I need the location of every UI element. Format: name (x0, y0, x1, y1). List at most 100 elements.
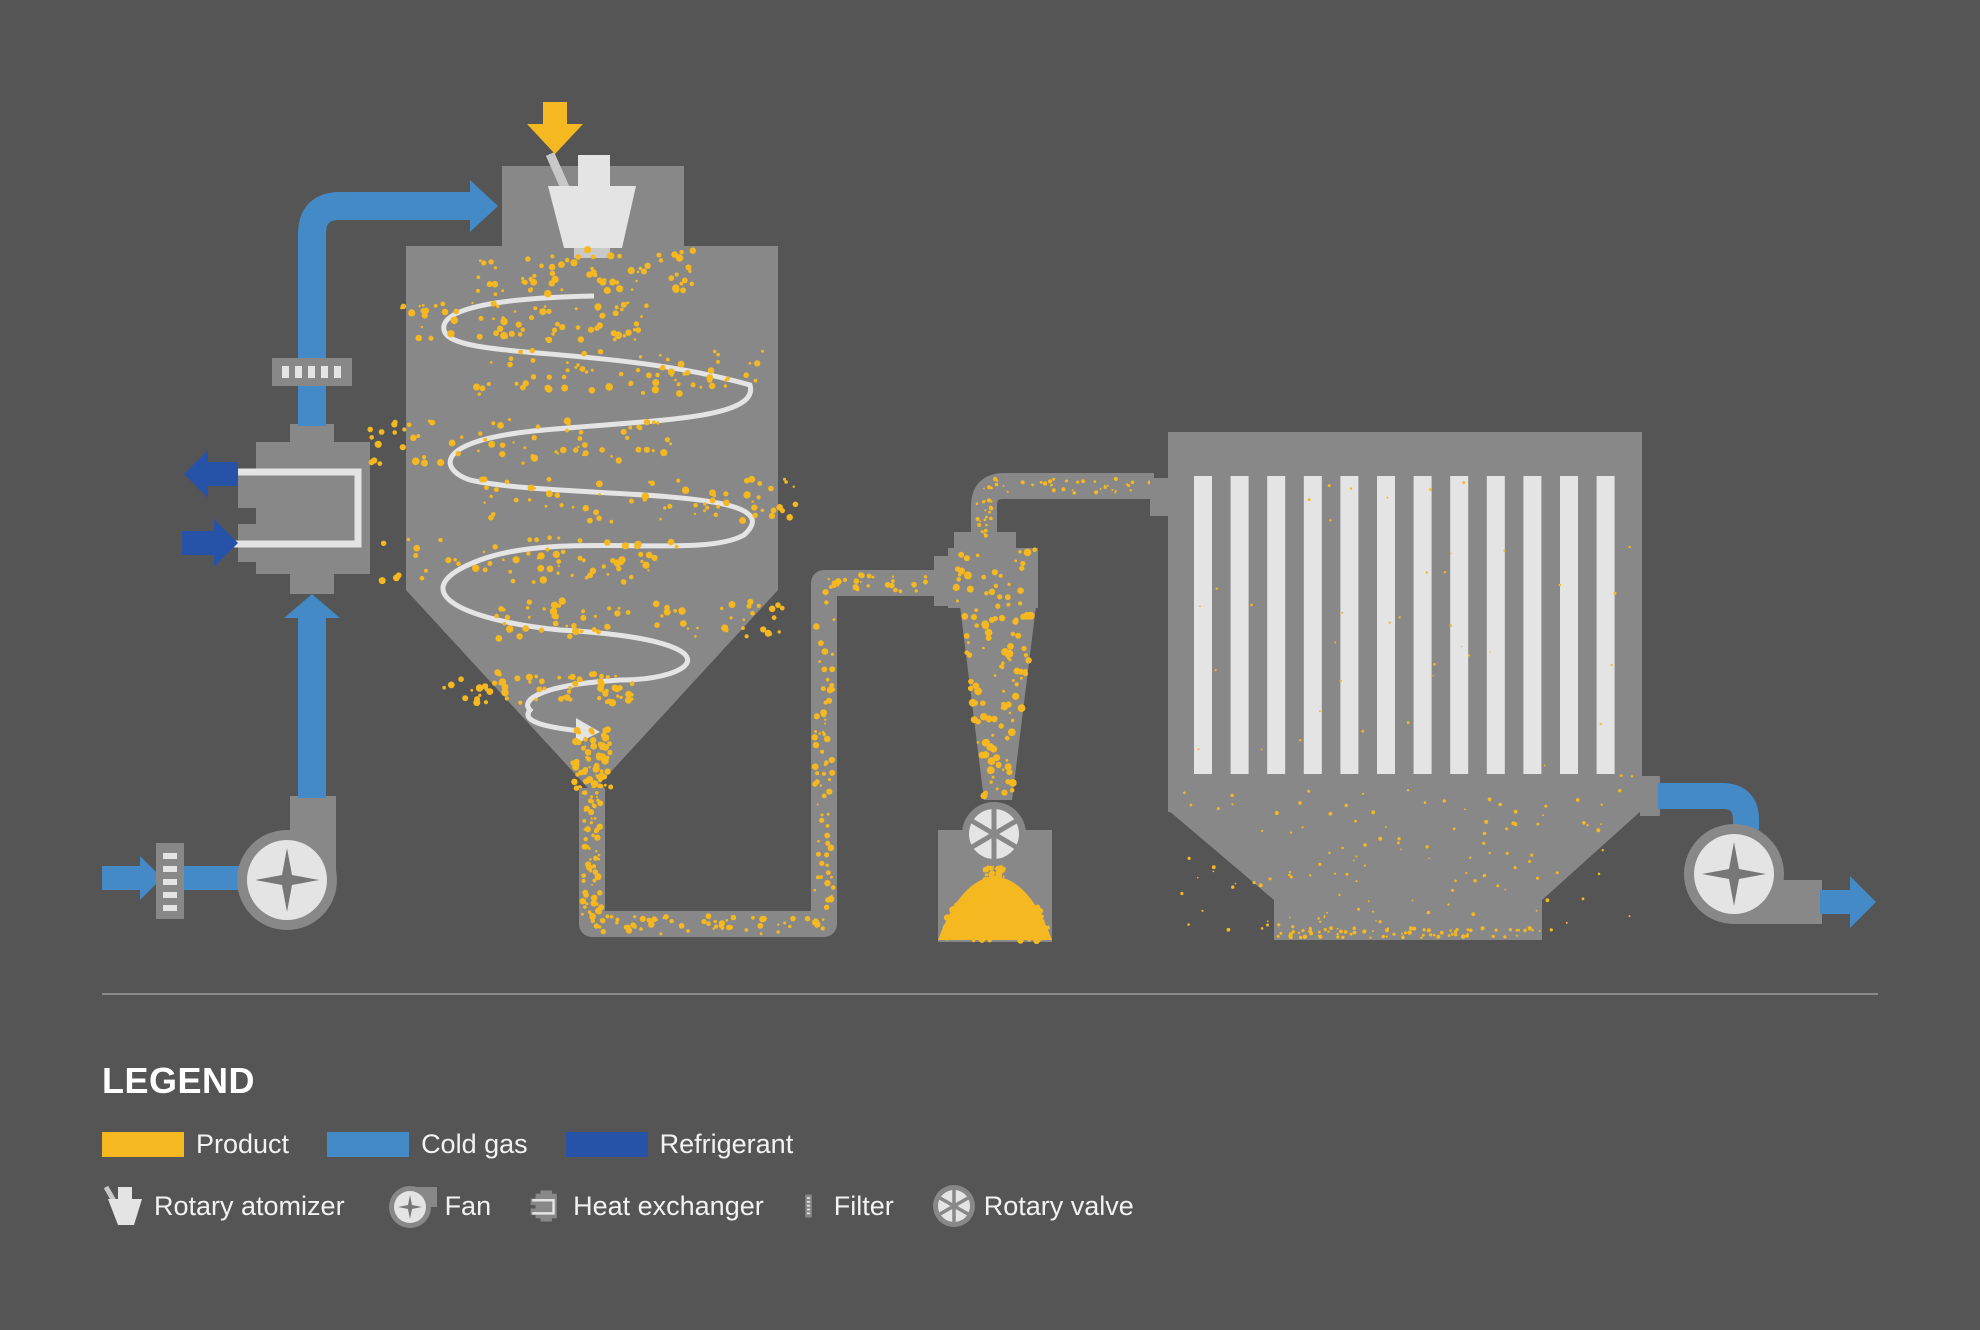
product-particle (668, 275, 675, 281)
product-particle (965, 905, 973, 913)
product-particle (974, 935, 979, 940)
product-particle (1511, 821, 1516, 825)
product-particle (554, 492, 561, 499)
product-particle (609, 915, 614, 919)
product-particle (743, 372, 749, 379)
product-particle (818, 732, 822, 735)
product-particle (513, 310, 517, 313)
product-particle (570, 573, 574, 578)
product-particle (508, 330, 515, 337)
product-particle (827, 778, 832, 782)
product-particle (648, 921, 655, 928)
product-particle (651, 554, 658, 562)
product-particle (726, 924, 732, 931)
product-particle (1012, 618, 1019, 625)
legend-label: Heat exchanger (573, 1190, 764, 1221)
bag-filter (1150, 432, 1660, 940)
product-particle (578, 430, 584, 435)
product-particle (600, 928, 606, 935)
product-particle (1113, 477, 1118, 481)
product-particle (820, 686, 826, 692)
product-particle (1226, 927, 1231, 932)
product-particle (615, 280, 620, 285)
product-particle (1352, 859, 1355, 862)
product-particle (637, 425, 643, 431)
product-particle (658, 258, 664, 263)
product-particle (1345, 872, 1349, 876)
product-particle (993, 905, 1000, 912)
product-particle (483, 437, 488, 442)
product-particle (1357, 907, 1361, 911)
product-particle (577, 336, 585, 343)
product-particle (1020, 613, 1027, 620)
product-particle (410, 434, 417, 442)
product-particle (632, 328, 637, 332)
product-particle (1549, 928, 1553, 932)
legend-item-rotary-valve: Rotary valve (932, 1183, 1134, 1229)
product-particle (453, 308, 460, 315)
product-particle (1596, 828, 1601, 833)
product-particle (706, 921, 711, 925)
product-particle (659, 932, 663, 936)
product-particle (591, 864, 597, 869)
product-particle (816, 875, 819, 878)
product-particle (402, 427, 407, 432)
product-particle (1103, 484, 1106, 487)
product-particle (521, 280, 526, 284)
product-particle (1231, 885, 1235, 889)
product-particle (1010, 918, 1016, 924)
product-particle (1018, 601, 1023, 606)
product-particle (1613, 591, 1617, 595)
product-particle (815, 851, 821, 857)
product-particle (1352, 930, 1357, 935)
product-particle (566, 361, 569, 364)
product-particle (1349, 487, 1353, 490)
product-particle (1187, 923, 1190, 926)
product-particle (589, 776, 592, 779)
product-particle (999, 916, 1003, 919)
product-particle (813, 918, 819, 925)
product-particle (620, 307, 624, 312)
product-particle (603, 286, 611, 295)
product-particle (1515, 929, 1519, 932)
cold-gas-swatch (327, 1131, 410, 1157)
product-particle (1288, 873, 1291, 877)
product-particle (963, 936, 967, 940)
product-particle (422, 455, 427, 460)
product-particle (609, 278, 617, 286)
product-particle (525, 673, 533, 681)
product-particle (1045, 925, 1050, 930)
product-particle (532, 273, 537, 278)
product-particle (1405, 932, 1407, 935)
product-particle (759, 915, 766, 923)
product-particle (475, 684, 484, 692)
product-particle (826, 812, 830, 816)
product-particle (539, 576, 547, 584)
swirl-flow-path (440, 293, 755, 744)
product-particle (571, 505, 575, 509)
product-particle (957, 573, 962, 577)
product-particle (759, 932, 763, 936)
product-particle (482, 567, 488, 573)
product-particle (628, 425, 633, 430)
product-particle (1531, 928, 1534, 932)
product-particle (544, 504, 548, 508)
product-particle (1341, 935, 1345, 940)
product-particle (1291, 925, 1295, 929)
product-particle (592, 878, 597, 883)
product-particle (1307, 498, 1311, 502)
product-particle (391, 421, 398, 428)
product-particle (1081, 479, 1085, 484)
product-particle (617, 606, 621, 610)
refrigerant-flow (182, 450, 238, 567)
product-particle (680, 620, 687, 627)
product-particle (635, 279, 638, 283)
product-particle (1099, 488, 1102, 490)
product-particle (987, 485, 992, 490)
product-particle (536, 556, 540, 560)
product-particle (1027, 938, 1032, 942)
product-particle (1450, 552, 1452, 555)
product-particle (756, 495, 761, 500)
product-particle (1339, 679, 1342, 683)
product-particle (433, 303, 438, 308)
